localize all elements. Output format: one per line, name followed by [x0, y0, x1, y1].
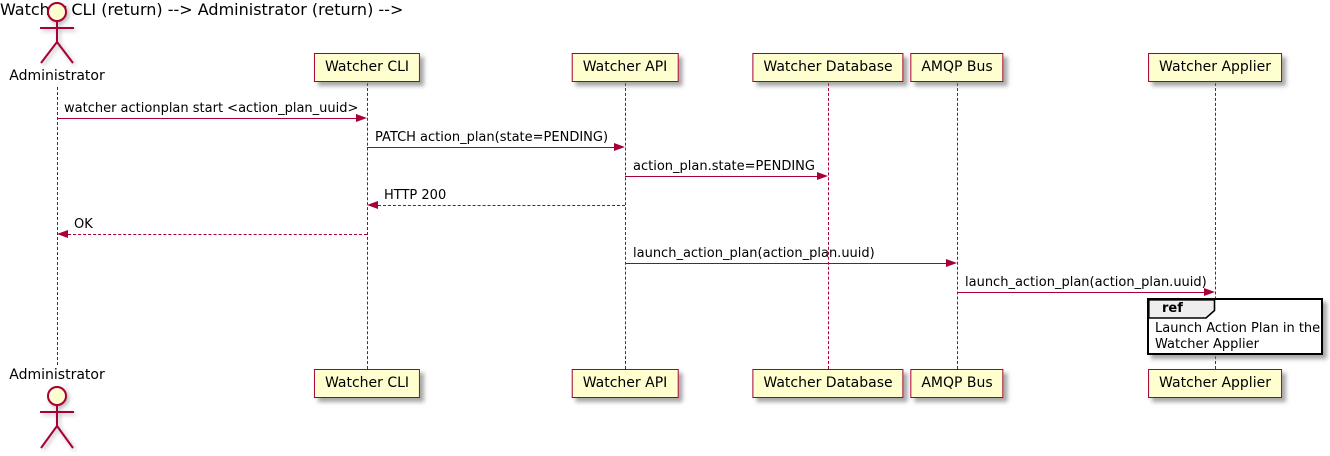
actor-administrator-bottom	[34, 384, 80, 452]
participant-watcher-applier-bottom: Watcher Applier	[1148, 369, 1282, 398]
message-label: HTTP 200	[384, 188, 447, 203]
participant-watcher-api-top: Watcher API	[571, 53, 679, 82]
lifeline-watcher-cli	[367, 83, 368, 369]
participant-watcher-database-bottom: Watcher Database	[752, 369, 904, 398]
message-line	[68, 234, 367, 235]
arrowhead-left	[367, 201, 378, 209]
ref-text-line1: Launch Action Plan in the	[1155, 321, 1321, 336]
ref-text-line2: Watcher Applier	[1155, 337, 1259, 352]
actor-icon	[40, 386, 74, 449]
actor-administrator-top	[34, 1, 80, 67]
actor-icon	[40, 2, 74, 64]
ref-fragment: ref Launch Action Plan in the Watcher Ap…	[1147, 298, 1323, 355]
participant-amqp-bus-bottom: AMQP Bus	[910, 369, 1004, 398]
arrowhead-right	[614, 143, 625, 151]
lifeline-watcher-api	[625, 83, 626, 369]
message-line	[57, 118, 357, 119]
arrowhead-right	[1204, 288, 1215, 296]
message-label: launch_action_plan(action_plan.uuid)	[965, 275, 1207, 290]
lifeline-watcher-applier	[1215, 83, 1216, 369]
message-line	[625, 176, 818, 177]
ref-tag-shape	[1148, 299, 1216, 319]
lifeline-amqp-bus	[957, 83, 958, 369]
message-label: launch_action_plan(action_plan.uuid)	[633, 246, 875, 261]
ref-keyword: ref	[1162, 301, 1183, 316]
lifeline-watcher-database	[828, 83, 829, 369]
arrowhead-left	[57, 230, 68, 238]
message-label: action_plan.state=PENDING	[633, 159, 815, 174]
arrowhead-right	[356, 114, 367, 122]
participant-watcher-database-top: Watcher Database	[752, 53, 904, 82]
arrowhead-right	[817, 172, 828, 180]
arrowhead-right	[946, 259, 957, 267]
participant-watcher-cli-top: Watcher CLI	[313, 53, 421, 82]
actor-label-bottom: Administrator	[9, 367, 105, 383]
participant-watcher-cli-bottom: Watcher CLI	[313, 369, 421, 398]
message-line	[367, 147, 615, 148]
participant-watcher-applier-top: Watcher Applier	[1148, 53, 1282, 82]
message-label: watcher actionplan start <action_plan_uu…	[64, 101, 359, 116]
ref-text: Launch Action Plan in the Watcher Applie…	[1155, 321, 1320, 353]
participant-watcher-api-bottom: Watcher API	[571, 369, 679, 398]
message-label: PATCH action_plan(state=PENDING)	[375, 130, 609, 145]
actor-label-top: Administrator	[9, 68, 105, 84]
message-line	[378, 205, 625, 206]
message-line	[957, 292, 1205, 293]
participant-amqp-bus-top: AMQP Bus	[910, 53, 1004, 82]
lifeline-administrator	[57, 87, 58, 365]
message-line	[625, 263, 947, 264]
message-label: OK	[74, 217, 93, 232]
